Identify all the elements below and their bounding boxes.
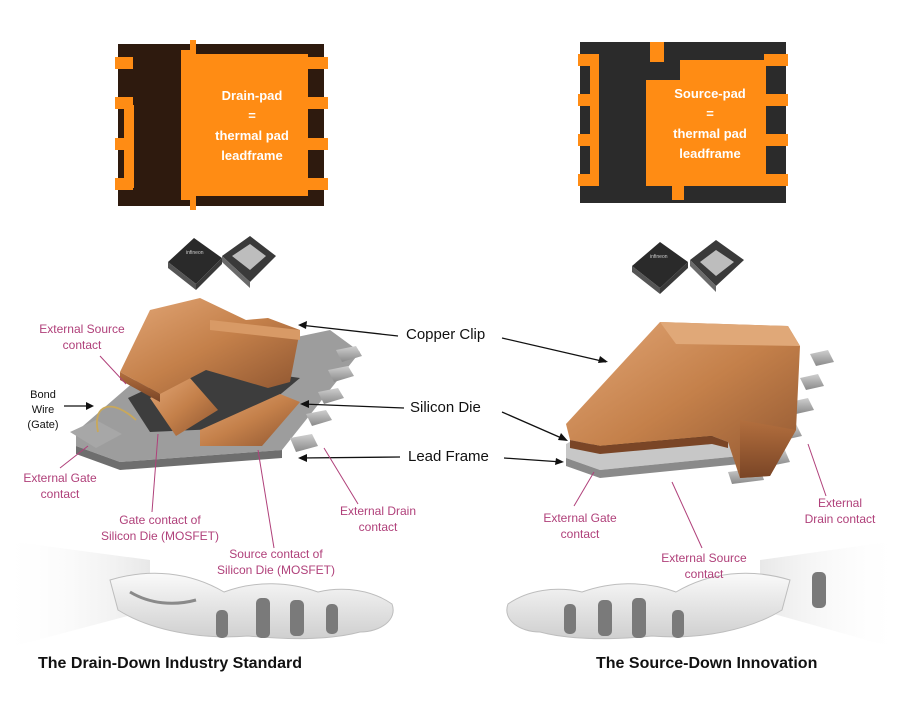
gate-contact-die-line-1: Gate contact of [119, 513, 201, 527]
right-external-gate-label: External Gate contact [528, 510, 632, 542]
left-external-gate-line-2: contact [40, 487, 80, 501]
right-external-gate-line-2: contact [560, 527, 600, 541]
right-pad-line-4: leadframe [679, 146, 741, 161]
left-robot-hand [0, 540, 394, 650]
left-external-source-line-2: contact [62, 338, 102, 352]
left-pad-label: Drain-pad = thermal pad leadframe [196, 86, 308, 166]
left-external-drain-label: External Drain contact [326, 503, 430, 535]
left-pad-line-1: Drain-pad [221, 88, 283, 103]
bond-wire-line-2: (Gate) [27, 419, 59, 431]
left-chip-brand: infineon [186, 250, 204, 256]
right-pad-line-3: thermal pad [673, 126, 747, 141]
left-external-drain-line-1: External Drain [339, 504, 417, 518]
right-external-source-label: External Source contact [648, 550, 760, 582]
right-external-source-line-2: contact [684, 567, 724, 581]
left-external-drain-line-2: contact [358, 520, 398, 534]
left-3d-package [70, 298, 362, 470]
left-pad-line-3: thermal pad [215, 128, 289, 143]
source-contact-die-line-2: Silicon Die (MOSFET) [216, 563, 335, 577]
left-heading: The Drain-Down Industry Standard [38, 655, 303, 672]
right-heading: The Source-Down Innovation [596, 655, 818, 672]
left-pad-line-2: = [248, 108, 256, 123]
gate-contact-die-line-2: Silicon Die (MOSFET) [100, 529, 219, 543]
left-external-source-line-1: External Source [39, 322, 125, 336]
right-3d-package [566, 322, 834, 484]
left-package-footprint [115, 40, 328, 210]
left-chip-photos [168, 236, 276, 290]
right-external-source-line-1: External Source [661, 551, 747, 565]
copper-clip-label: Copper Clip [406, 326, 486, 343]
right-external-drain-label: External Drain contact [792, 495, 888, 527]
left-external-gate-label: External Gate contact [10, 470, 110, 502]
right-pad-line-2: = [706, 106, 714, 121]
callout-arrows [64, 321, 608, 465]
left-external-source-label: External Source contact [24, 321, 140, 353]
right-pad-line-1: Source-pad [674, 86, 746, 101]
source-contact-die-line-1: Source contact of [229, 547, 323, 561]
left-external-gate-line-1: External Gate [23, 471, 97, 485]
right-external-drain-line-1: External [817, 496, 863, 510]
silicon-die-label: Silicon Die [410, 399, 481, 416]
right-external-drain-line-2: Drain contact [804, 512, 876, 526]
lead-frame-label: Lead Frame [408, 448, 489, 465]
right-chip-photos [632, 240, 744, 294]
gate-contact-die-label: Gate contact of Silicon Die (MOSFET) [88, 512, 232, 544]
right-package-footprint [578, 42, 788, 203]
right-chip-brand: infineon [650, 254, 668, 260]
source-contact-die-label: Source contact of Silicon Die (MOSFET) [206, 546, 346, 578]
label-leaders [59, 355, 827, 549]
right-external-gate-line-1: External Gate [543, 511, 617, 525]
right-pad-label: Source-pad = thermal pad leadframe [656, 84, 764, 164]
right-robot-hand [506, 540, 902, 650]
bond-wire-label: Bond Wire (Gate) [18, 388, 68, 433]
bond-wire-line-1: Bond Wire [30, 389, 56, 416]
left-pad-line-4: leadframe [221, 148, 283, 163]
